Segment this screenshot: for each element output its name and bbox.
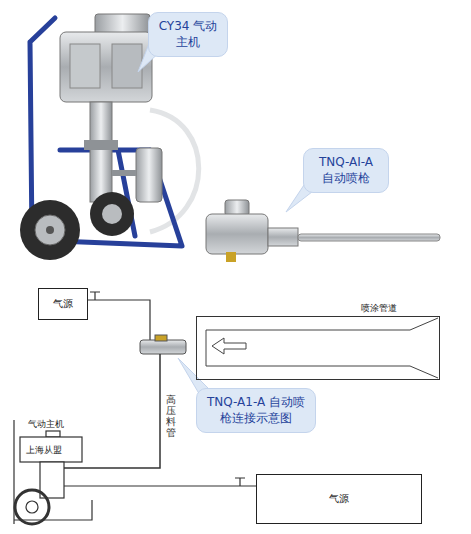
- pipe-inner-lines: [206, 318, 438, 378]
- air-source-box: 气源: [38, 288, 88, 320]
- spray-pipe-box: 喷涂管道: [196, 316, 440, 380]
- air-tap: [235, 478, 245, 486]
- node-label: 气源: [53, 297, 73, 311]
- pump-illustration: [20, 200, 80, 260]
- pump-illustration: [136, 148, 162, 202]
- pump-illustration: [46, 226, 54, 234]
- callout-bubble: CY34 气动主机: [148, 12, 228, 57]
- air-source-box: 气源: [256, 474, 422, 524]
- gun-symbol: [140, 340, 186, 354]
- spray-gun-illustration: [206, 200, 440, 262]
- pump-illustration: [84, 140, 118, 150]
- machine-sketch: [20, 437, 82, 462]
- air-line-connector: [114, 485, 256, 486]
- pump-illustration: [90, 102, 112, 202]
- node-label: 气动主机: [28, 418, 64, 431]
- node-label: 上海从盟: [26, 444, 62, 457]
- gun-symbol: [140, 335, 186, 354]
- machine-sketch: [26, 501, 38, 513]
- spray-gun-illustration: [226, 252, 236, 262]
- spray-gun-illustration: [206, 214, 268, 254]
- air-line: [88, 292, 150, 340]
- pump-illustration: [90, 192, 134, 236]
- node-label: 气源: [329, 492, 349, 506]
- callout-tail: [138, 36, 330, 402]
- callout-text: TNQ-A1-A 自动喷枪连接示意图: [205, 395, 307, 426]
- pump-illustration: [112, 170, 136, 176]
- air-tap: [235, 478, 245, 486]
- gun-symbol: [155, 335, 167, 341]
- pump-illustration: [102, 204, 122, 224]
- machine-node: 气动主机上海从盟: [10, 414, 114, 530]
- machine-sketch: [14, 500, 92, 520]
- spray-gun-illustration: [298, 234, 440, 241]
- pump-illustration: [112, 44, 142, 88]
- air-line: [88, 300, 150, 340]
- pump-illustration: [35, 215, 65, 245]
- air-line: [90, 292, 100, 300]
- pipe-inner-lines: [206, 330, 207, 366]
- machine-sketch: [14, 420, 114, 524]
- pipe-inner-lines: [206, 366, 438, 378]
- machine-sketch: [64, 485, 114, 486]
- callout-bubble: TNQ-AI-A 自动喷枪: [303, 148, 389, 193]
- pipe-inner-lines: [206, 318, 438, 330]
- pipe-inner-lines: [212, 338, 246, 354]
- pump-illustration: [60, 32, 152, 102]
- machine-sketch: [15, 490, 49, 524]
- hose-label: 高压料管: [166, 394, 176, 438]
- machine-sketch: [46, 431, 60, 437]
- callout-bubble: TNQ-A1-A 自动喷枪连接示意图: [196, 388, 316, 433]
- pump-illustration: [70, 44, 100, 88]
- callout-text: CY34 气动主机: [157, 19, 219, 50]
- spray-gun-illustration: [268, 228, 298, 246]
- node-label: 喷涂管道: [359, 302, 399, 315]
- callout-text: TNQ-AI-A 自动喷枪: [312, 155, 380, 186]
